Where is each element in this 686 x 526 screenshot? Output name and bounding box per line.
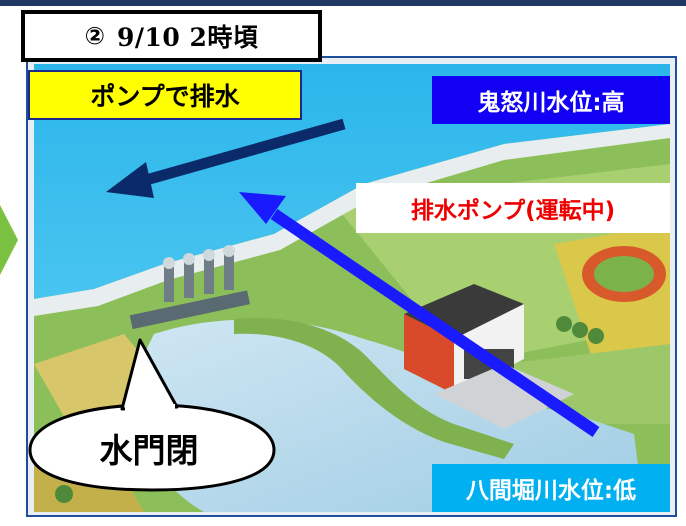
kinugawa-level-label: 鬼怒川水位:高 [432, 76, 670, 124]
embankment [234, 317, 514, 459]
pump-discharge-arrowhead [239, 192, 286, 224]
pump-drain-label: ポンプで排水 [28, 70, 302, 120]
step-datetime: 9/10 2時頃 [116, 23, 259, 52]
step-number: ② [84, 22, 105, 50]
next-step-arrow-icon [0, 205, 18, 275]
gate-closed-label: 水門閉 [99, 431, 199, 470]
field-patch [504, 344, 670, 424]
sluice-gate-towers [163, 245, 235, 302]
gate-bridge [129, 290, 251, 330]
hachikenbori-level-label: 八間堀川水位:低 [432, 464, 670, 512]
pump-discharge-arrow [270, 209, 600, 437]
gate-callout-bubble [28, 338, 276, 492]
step-title-box: ② 9/10 2時頃 [21, 10, 322, 62]
top-border-band [0, 0, 686, 6]
pump-running-label: 排水ポンプ(運転中) [356, 183, 670, 233]
river-flow-arrowhead [106, 162, 154, 198]
river-flow-arrow [137, 118, 346, 188]
